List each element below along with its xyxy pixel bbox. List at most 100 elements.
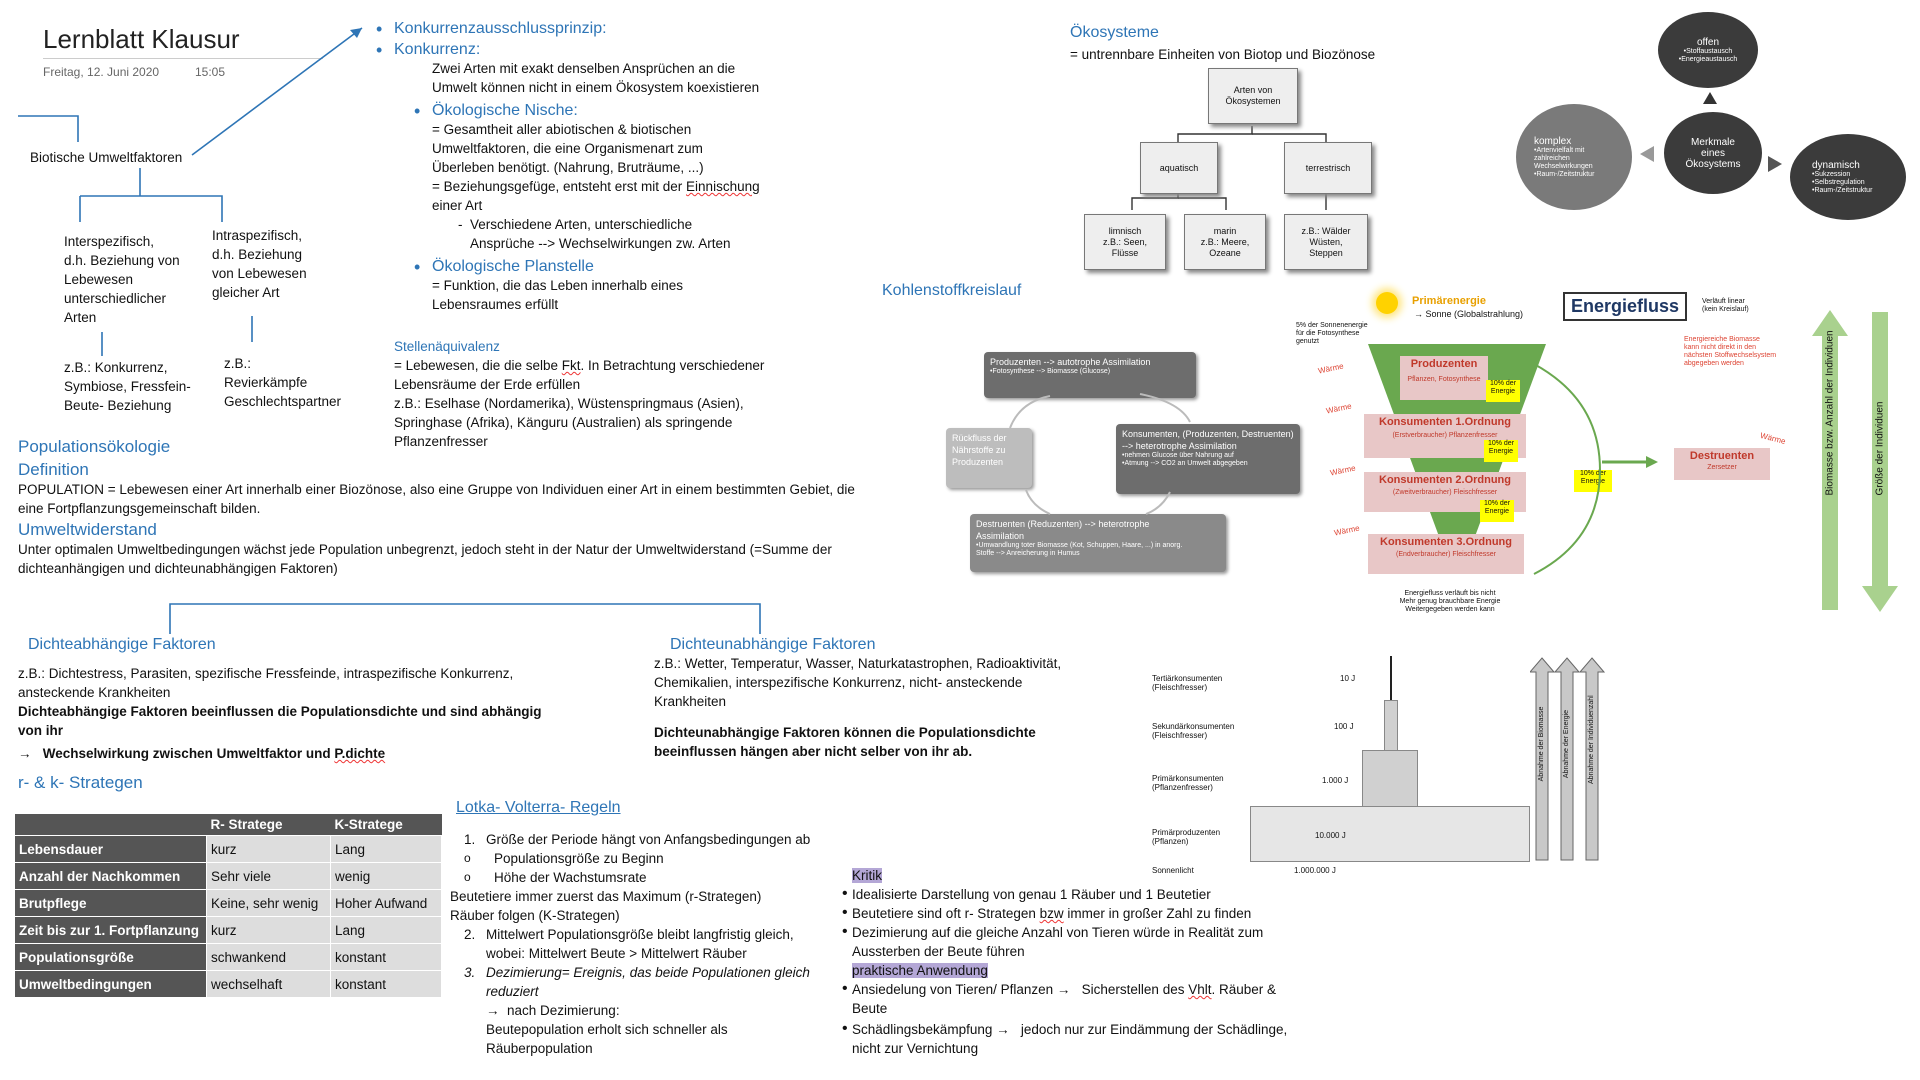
oeko-root-box: Arten von Ökosystemen (1208, 68, 1298, 124)
arrow-left-icon (1640, 146, 1654, 162)
definition-text: POPULATION = Lebewesen einer Art innerha… (18, 482, 855, 516)
oeko-tree-lines (1131, 126, 1327, 210)
nische-heading: Ökologische Nische: (410, 101, 812, 122)
dichteabhaengig-bold: Dichteabhängige Faktoren beeinflussen di… (18, 704, 542, 738)
pyramide-level-0-name: Tertiärkonsumenten(Fleischfresser) (1152, 674, 1223, 692)
population-section: Populationsökologie Definition POPULATIO… (18, 437, 898, 578)
waerme-4: Wärme (1333, 523, 1361, 538)
waerme-3: Wärme (1329, 463, 1357, 478)
oeko-heading: Ökosysteme (1070, 24, 1159, 41)
nische-sub: Verschiedene Arten, unterschiedliche Ans… (372, 215, 812, 253)
dichteabhaengig-text: z.B.: Dichtestress, Parasiten, spezifisc… (18, 666, 514, 700)
dichteabhaengig-section: Dichteabhängige Faktoren z.B.: Dichtestr… (18, 636, 558, 763)
planstelle-text: = Funktion, die das Leben innerhalb eine… (432, 278, 684, 312)
biotic-root: Biotische Umweltfaktoren (30, 150, 183, 165)
page-date: Freitag, 12. Juni 2020 (43, 65, 160, 79)
dichteabhaengig-heading: Dichteabhängige Faktoren (28, 636, 216, 653)
biotic-inter-examples: z.B.: Konkurrenz,Symbiose, Fressfein-Beu… (64, 360, 191, 413)
energie-bracket-curve (1533, 363, 1602, 575)
arrow-right-green-icon (1602, 456, 1658, 468)
nische-text: = Gesamtheit aller abiotischen & biotisc… (432, 122, 760, 213)
oeko-terrestrisch-box: terrestrisch (1284, 142, 1372, 194)
konkurrenz-text: Zwei Arten mit exakt denselben Ansprüche… (432, 61, 760, 95)
pyramide-arrow-energie-label: Abnahme der Energie (1563, 709, 1570, 779)
oeko-dynamisch-circle: dynamisch•Sukzession•Selbstregulation•Ra… (1790, 134, 1906, 220)
konkurrenz-section: Konkurrenzausschlussprinzip: Konkurrenz:… (372, 19, 812, 314)
rk-header-k: K-Stratege (330, 814, 442, 836)
praxis-heading: praktische Anwendung (852, 963, 988, 978)
rk-heading: r- & k- Strategen (18, 773, 143, 792)
pyramide-arrows (1530, 657, 1606, 861)
energiefluss-heading: Energiefluss (1563, 292, 1688, 321)
arrow-up-icon (1703, 92, 1717, 104)
page-title: Lernblatt Klausur (43, 24, 240, 54)
umweltwiderstand-heading: Umweltwiderstand (18, 520, 157, 539)
lotka-rules: 1.Größe der Periode hängt von Anfangsbed… (450, 830, 840, 1058)
oeko-aquatisch-box: aquatisch (1140, 142, 1218, 194)
population-heading: Populationsökologie (18, 437, 171, 456)
sun-icon (1376, 292, 1398, 314)
konkurrenz-heading: Konkurrenz: (372, 40, 812, 61)
energie-percent-2: 10% der Energie (1484, 440, 1518, 462)
oeko-definition: = untrennbare Einheiten von Biotop und B… (1070, 47, 1376, 62)
pyramide-arrow-biomasse-label: Abnahme der Biomasse (1538, 706, 1545, 782)
dichteunabhaengig-heading: Dichteunabhängige Faktoren (670, 636, 876, 653)
rk-header-r: R- Stratege (206, 814, 331, 836)
pyramide-level-1-value: 100 J (1334, 722, 1354, 731)
planstelle-heading: Ökologische Planstelle (410, 257, 812, 278)
arrow-right-label: Größe der Individuen (1874, 401, 1886, 496)
energie-side-arrows (1812, 310, 1898, 612)
waerme-2: Wärme (1325, 401, 1353, 416)
dichteunabhaengig-bold: Dichteunabhängige Faktoren können die Po… (654, 725, 1036, 759)
biotic-tree-lines (18, 27, 363, 356)
pyramide-bar-tertiaer (1390, 656, 1392, 702)
kohlenstoff-heading: Kohlenstoffkreislauf (882, 282, 1022, 299)
pyramide-level-4-name: Sonnenlicht (1152, 866, 1194, 875)
energiefluss-note: Verläuft linear(kein Kreislauf) (1702, 298, 1749, 313)
kohlenstoff-konsumenten: Konsumenten, (Produzenten, Destruenten)-… (1116, 424, 1300, 494)
umweltwiderstand-text: Unter optimalen Umweltbedingungen wächst… (18, 542, 832, 576)
arrow-left-label: Biomasse bzw. Anzahl der Individuen (1825, 330, 1836, 495)
kohlenstoff-produzenten: Produzenten --> autotrophe Assimilation•… (984, 352, 1196, 398)
lotka-heading: Lotka- Volterra- Regeln (456, 799, 621, 816)
pyramide-level-0-value: 10 J (1340, 674, 1356, 683)
energie-percent-3: 10% der Energie (1480, 500, 1514, 522)
rk-header-empty (14, 814, 207, 836)
kohlenstoff-cycle-arrows (1009, 393, 1191, 515)
stellenaequivalenz: Stellenäquivalenz = Lebewesen, die die s… (394, 339, 765, 449)
pyramide-level-4-value: 1.000.000 J (1294, 866, 1336, 875)
waerme-5: Wärme (1759, 431, 1787, 446)
waerme-1: Wärme (1317, 361, 1345, 376)
konkurrenzausschluss-heading: Konkurrenzausschlussprinzip: (372, 19, 812, 40)
dichteunabhaengig-text: z.B.: Wetter, Temperatur, Wasser, Naturk… (654, 656, 1062, 709)
pyramide-bar-sekundaer (1384, 700, 1398, 752)
pyramide-arrow-individuen-label: Abnahme der Individuenzahl (1588, 695, 1595, 784)
kritik-section: Kritik Idealisierte Darstellung von gena… (836, 866, 1316, 1058)
sonne-label: → Sonne (Globalstrahlung) (1414, 309, 1524, 319)
energie-percent-destruenten: 10% der Energie (1574, 470, 1612, 492)
energie-level-konsumenten-3: Konsumenten 3.Ordnung(Endverbraucher) Fl… (1368, 534, 1524, 574)
pyramide-level-3-name: Primärproduzenten(Pflanzen) (1152, 828, 1221, 846)
pyramide-level-2-name: Primärkonsumenten(Pflanzenfresser) (1152, 774, 1224, 792)
definition-heading: Definition (18, 460, 89, 479)
